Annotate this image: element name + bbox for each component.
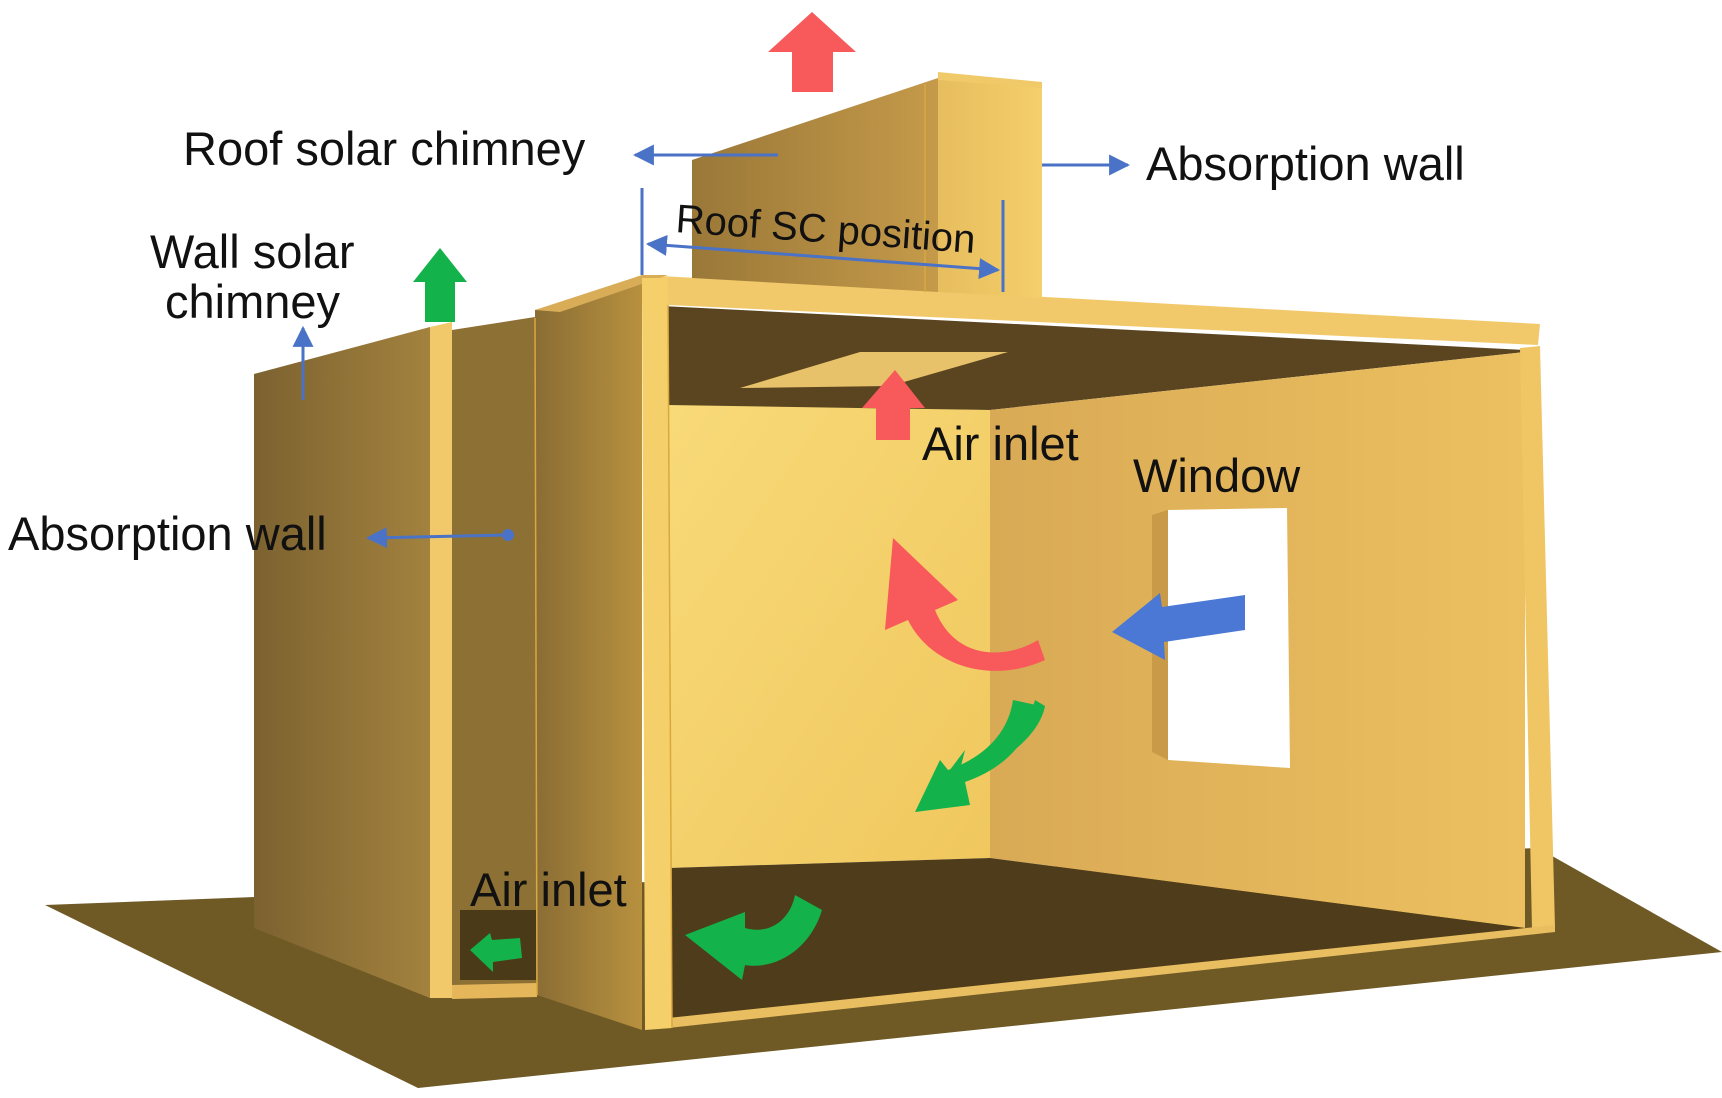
wall-chimney-outlet-arrow-icon bbox=[413, 248, 467, 322]
roof-chimney-top-edge bbox=[938, 72, 1042, 88]
front-pillar bbox=[642, 278, 672, 1030]
chimney-outlet-arrow-icon bbox=[768, 12, 856, 92]
side-absorption-wall-pointer bbox=[365, 527, 514, 549]
label-air-inlet-floor: Air inlet bbox=[470, 863, 627, 916]
floor-curved-arrow-icon bbox=[685, 895, 822, 980]
wall-chimney-channel bbox=[452, 317, 537, 998]
label-absorption-wall-roof: Absorption wall bbox=[1146, 137, 1465, 190]
label-roof-solar-chimney: Roof solar chimney bbox=[183, 122, 586, 175]
ceiling-inlet-arrow-icon bbox=[862, 370, 925, 440]
wall-chimney-inner-wall bbox=[535, 278, 642, 1030]
wall-chimney-channel-bottom bbox=[452, 983, 537, 999]
roof-sc-dim-line bbox=[645, 234, 1001, 280]
label-window: Window bbox=[1133, 449, 1301, 502]
roof-slab-edge bbox=[642, 275, 1540, 345]
room-floor-edge bbox=[668, 925, 1555, 1028]
room-rising-curved-arrow-icon bbox=[885, 538, 1045, 671]
roof-chimney-front-wall bbox=[692, 78, 938, 292]
label-air-inlet-ceiling: Air inlet bbox=[922, 417, 1079, 470]
room-descending-arrow-shape bbox=[915, 700, 1036, 812]
window-inflow-arrow-icon bbox=[1112, 593, 1245, 660]
window-opening bbox=[1168, 508, 1290, 768]
roof-chimney-inlet-slot bbox=[740, 352, 1008, 388]
label-wall-solar-chimney-line2: chimney bbox=[165, 275, 341, 328]
room-back-wall bbox=[668, 405, 990, 868]
label-wall-solar-chimney-line1: Wall solar bbox=[150, 225, 355, 278]
wall-chimney-inlet-arrow-icon bbox=[470, 933, 522, 972]
label-absorption-wall-side: Absorption wall bbox=[8, 507, 327, 560]
room-right-wall-edge bbox=[1520, 346, 1555, 930]
roof-chimney-side-wall bbox=[938, 78, 1042, 298]
room-floor bbox=[668, 858, 1525, 1022]
roof-slab-top bbox=[535, 275, 668, 312]
wall-chimney-outer-wall bbox=[254, 327, 430, 998]
wall-chimney-outer-edge bbox=[430, 322, 452, 998]
